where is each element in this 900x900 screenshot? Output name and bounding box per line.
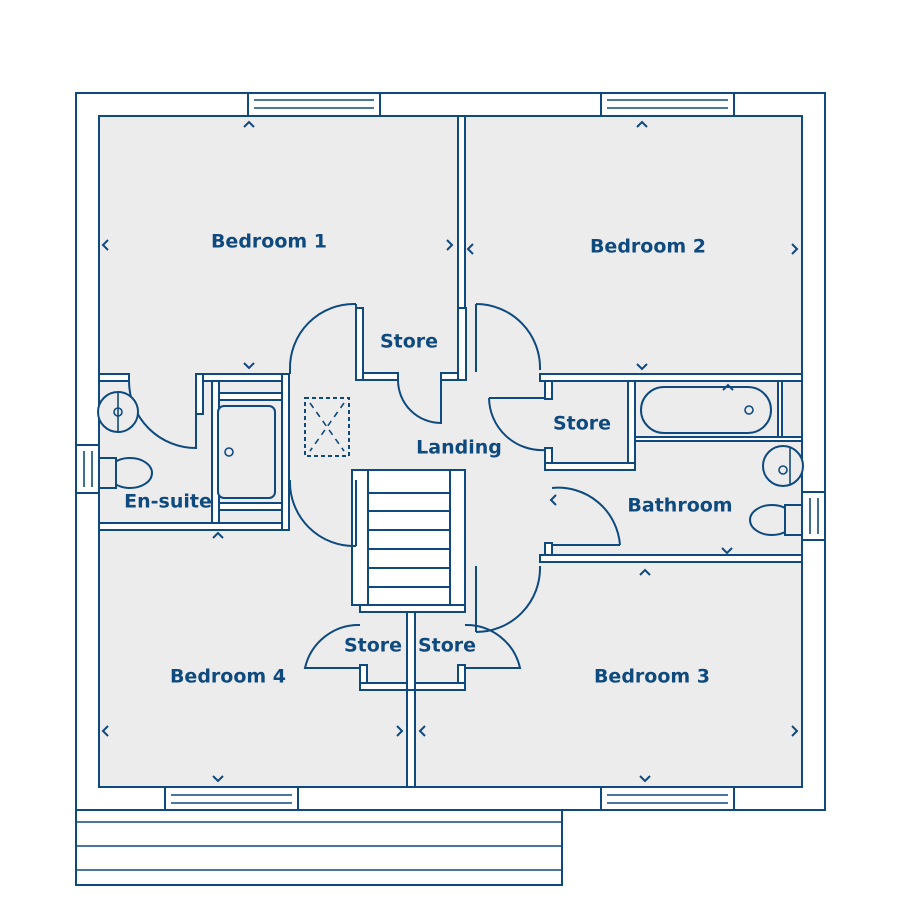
room-label-store-top: Store xyxy=(380,331,438,353)
room-label-store-bottom-right: Store xyxy=(418,635,476,657)
room-label-bedroom-4: Bedroom 4 xyxy=(170,666,286,688)
room-label-store-bottom-left: Store xyxy=(344,635,402,657)
room-label-bathroom: Bathroom xyxy=(627,495,732,517)
window-bedroom3 xyxy=(600,786,735,811)
doors[interactable] xyxy=(128,302,621,669)
room-label-store-right: Store xyxy=(553,413,611,435)
window-bedroom1 xyxy=(247,92,381,117)
shower-tray xyxy=(217,405,276,499)
room-label-ensuite: En-suite xyxy=(124,491,212,513)
room-label-landing: Landing xyxy=(416,437,502,459)
window-bathroom xyxy=(801,491,826,541)
loft-hatch xyxy=(304,397,350,457)
staircase[interactable] xyxy=(351,469,466,606)
ensuite-basin xyxy=(97,391,139,433)
bathroom-basin xyxy=(762,445,804,487)
window-bedroom4 xyxy=(164,786,299,811)
dimension-markers xyxy=(101,120,799,783)
ensuite-toilet xyxy=(98,457,153,489)
window-bedroom2 xyxy=(600,92,735,117)
room-label-bedroom-3: Bedroom 3 xyxy=(594,666,710,688)
room-label-bedroom-1: Bedroom 1 xyxy=(211,231,327,253)
room-label-bedroom-2: Bedroom 2 xyxy=(590,236,706,258)
bath xyxy=(640,386,772,434)
window-ensuite xyxy=(75,444,100,494)
bathroom-toilet xyxy=(749,504,803,536)
balcony xyxy=(75,809,563,886)
